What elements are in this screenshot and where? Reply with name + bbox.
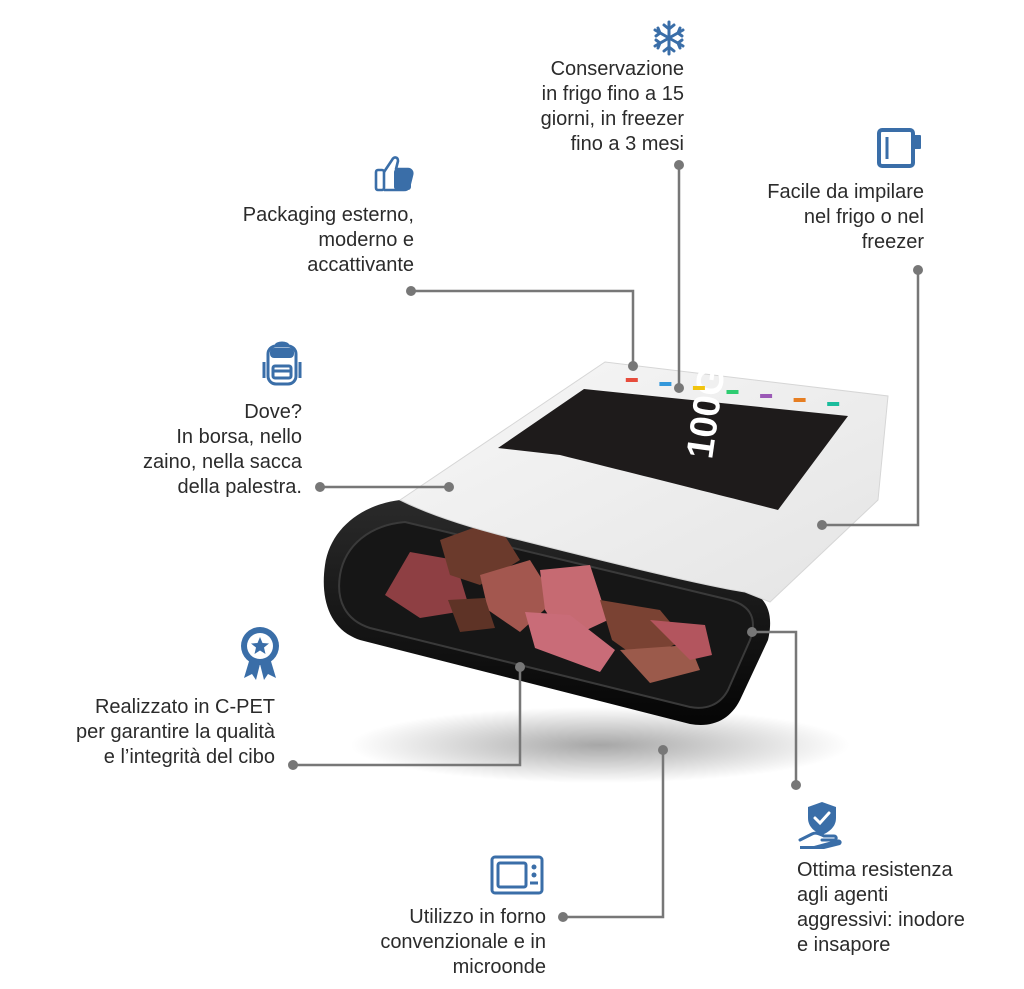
connector-dot <box>315 482 325 492</box>
connector-dot <box>674 160 684 170</box>
color-strip-mark <box>760 394 773 398</box>
connector-dot <box>817 520 827 530</box>
color-strip-mark <box>827 402 840 406</box>
color-strip-mark <box>625 378 638 382</box>
color-strip-mark <box>793 398 806 402</box>
label-material: Realizzato in C-PET per garantire la qua… <box>75 696 275 768</box>
color-strip-mark <box>659 382 672 386</box>
connector-dot <box>747 627 757 637</box>
hand-shield-icon <box>798 802 842 849</box>
connector-resistance <box>752 630 798 785</box>
meat-pieces <box>385 520 712 683</box>
color-strip-mark <box>692 386 705 390</box>
connector-dot <box>628 361 638 371</box>
sleeve-color-strip <box>625 378 840 406</box>
container-icon <box>877 128 921 168</box>
label-resistance: Ottima resistenza agli agenti aggressivi… <box>797 859 965 956</box>
thumbs-up-icon <box>374 156 414 192</box>
label-where: Dove? In borsa, nello zaino, nella sacca… <box>143 401 302 498</box>
connector-dot <box>288 760 298 770</box>
label-stackable: Facile da impilare nel frigo o nel freez… <box>767 181 924 253</box>
connector-dot <box>444 482 454 492</box>
connector-dot <box>791 780 801 790</box>
connector-material <box>293 667 522 767</box>
label-packaging: Packaging esterno, moderno e accattivant… <box>242 204 414 276</box>
connector-packaging <box>411 289 635 366</box>
microwave-icon <box>490 855 544 895</box>
connector-dot <box>515 662 525 672</box>
award-ribbon-icon <box>241 627 279 680</box>
connector-dot <box>406 286 416 296</box>
sleeve-black-band <box>498 389 848 510</box>
backpack-icon <box>262 341 302 386</box>
label-conservation: Conservazione in frigo fino a 15 giorni,… <box>540 58 684 155</box>
connector-dot <box>674 383 684 393</box>
connector-dot <box>658 745 668 755</box>
connector-dot <box>558 912 568 922</box>
label-oven: Utilizzo in forno convenzionale e in mic… <box>380 906 546 978</box>
color-strip-mark <box>726 390 739 394</box>
connector-stackable <box>822 270 920 527</box>
snowflake-icon <box>653 20 685 56</box>
connector-dot <box>913 265 923 275</box>
connector-oven <box>563 750 665 919</box>
